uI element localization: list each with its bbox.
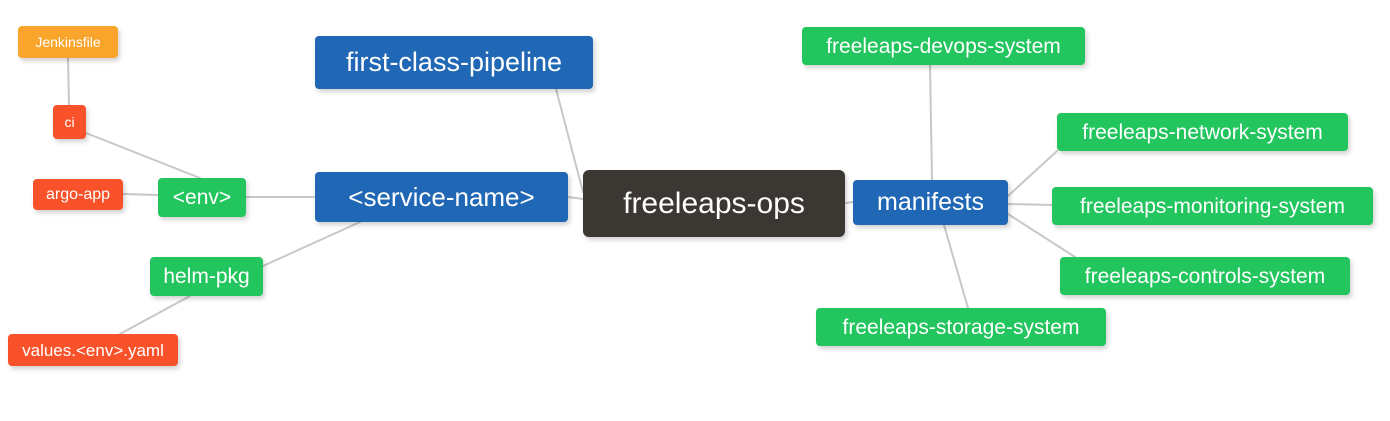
node-env[interactable]: <env> <box>158 178 246 217</box>
node-freeleaps-ops[interactable]: freeleaps-ops <box>583 170 845 237</box>
node-first-class-pipeline[interactable]: first-class-pipeline <box>315 36 593 89</box>
edge-env-to-argo-app <box>122 193 159 196</box>
node-service-name[interactable]: <service-name> <box>315 172 568 222</box>
edge-env-to-ci <box>85 132 201 179</box>
node-freeleaps-controls-system[interactable]: freeleaps-controls-system <box>1060 257 1350 295</box>
node-manifests[interactable]: manifests <box>853 180 1008 225</box>
edge-helm-pkg-to-values-env-yaml <box>119 295 191 335</box>
edge-manifests-to-freeleaps-devops-system <box>929 64 933 181</box>
edge-freeleaps-ops-to-manifests <box>844 201 854 204</box>
node-freeleaps-devops-system[interactable]: freeleaps-devops-system <box>802 27 1085 65</box>
node-freeleaps-network-system[interactable]: freeleaps-network-system <box>1057 113 1348 151</box>
node-values-env-yaml[interactable]: values.<env>.yaml <box>8 334 178 366</box>
edge-manifests-to-freeleaps-network-system <box>1007 150 1058 197</box>
edge-freeleaps-ops-to-service-name <box>567 196 584 200</box>
node-freeleaps-storage-system[interactable]: freeleaps-storage-system <box>816 308 1106 346</box>
edge-ci-to-jenkinsfile <box>67 57 70 106</box>
edge-manifests-to-freeleaps-monitoring-system <box>1007 203 1053 206</box>
node-helm-pkg[interactable]: helm-pkg <box>150 257 263 296</box>
edge-service-name-to-helm-pkg <box>262 221 361 267</box>
node-jenkinsfile[interactable]: Jenkinsfile <box>18 26 118 58</box>
node-freeleaps-monitoring-system[interactable]: freeleaps-monitoring-system <box>1052 187 1373 225</box>
node-argo-app[interactable]: argo-app <box>33 179 123 210</box>
edge-manifests-to-freeleaps-storage-system <box>943 224 969 309</box>
node-ci[interactable]: ci <box>53 105 86 139</box>
